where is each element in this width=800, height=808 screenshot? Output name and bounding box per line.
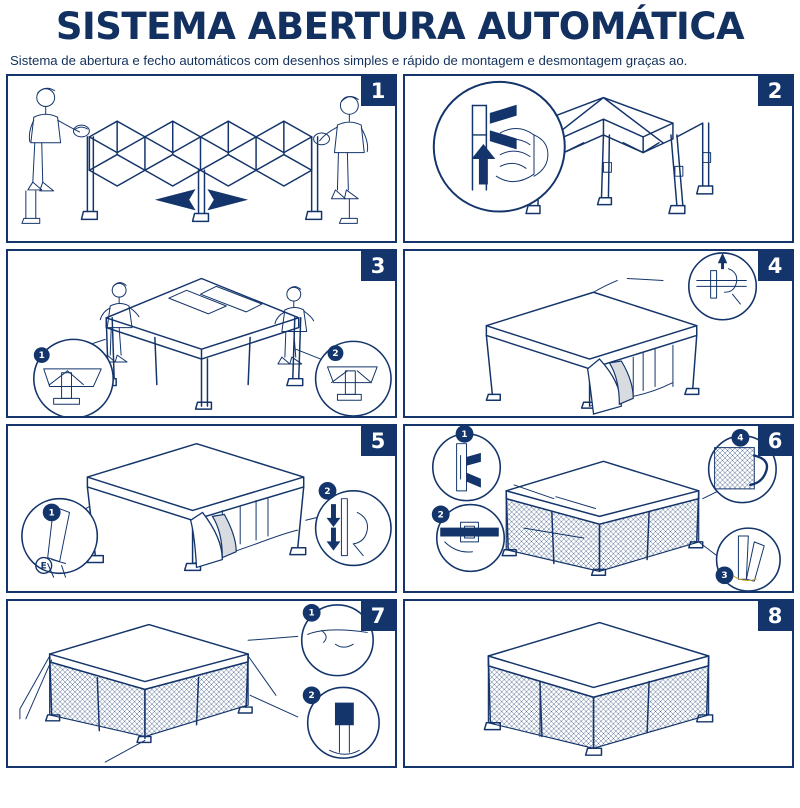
- panel-3-illustration: 1 2: [8, 251, 395, 417]
- panel-number-badge: 7: [361, 601, 395, 632]
- svg-text:E: E: [41, 561, 47, 571]
- panel-1-illustration: [8, 76, 395, 241]
- svg-text:1: 1: [461, 430, 467, 440]
- panel-number-badge: 6: [758, 426, 792, 457]
- svg-text:1: 1: [49, 508, 55, 518]
- instruction-sheet: SISTEMA ABERTURA AUTOMÁTICA Sistema de a…: [0, 5, 800, 808]
- panel-number-badge: 8: [758, 601, 792, 632]
- panel-open-frame: 1: [6, 74, 397, 244]
- panel-4-illustration: [405, 251, 792, 416]
- panel-number-badge: 2: [758, 76, 792, 107]
- panel-side-wall: 1 E 2 5: [6, 424, 397, 594]
- svg-text:4: 4: [737, 434, 743, 444]
- svg-text:1: 1: [39, 351, 45, 361]
- panel-number-badge: 3: [361, 251, 395, 282]
- panel-2-illustration: [405, 76, 792, 241]
- panel-6-illustration: 1 2 4: [405, 426, 792, 592]
- panel-extend-legs: 2: [403, 74, 794, 244]
- panel-finished-gazebo: 8: [403, 599, 794, 769]
- panel-number-badge: 5: [361, 426, 395, 457]
- panel-peak-clip: 4: [403, 249, 794, 419]
- step-grid: 1: [6, 74, 794, 769]
- svg-text:2: 2: [332, 349, 338, 359]
- panel-mesh-walls: 1 2 4: [403, 424, 794, 594]
- panel-5-illustration: 1 E 2: [8, 426, 395, 591]
- page-subtitle: Sistema de abertura e fecho automáticos …: [10, 52, 688, 68]
- svg-text:2: 2: [309, 691, 315, 701]
- panel-number-badge: 1: [361, 76, 395, 107]
- panel-place-canopy: 1 2 3: [6, 249, 397, 419]
- svg-text:3: 3: [721, 571, 727, 581]
- svg-text:2: 2: [438, 510, 444, 520]
- panel-7-illustration: 1 2: [8, 601, 395, 766]
- panel-8-illustration: [405, 601, 792, 766]
- svg-text:1: 1: [309, 609, 315, 619]
- panel-guy-ropes: 1 2 7: [6, 599, 397, 769]
- svg-text:2: 2: [324, 487, 330, 497]
- page-title: SISTEMA ABERTURA AUTOMÁTICA: [55, 5, 745, 48]
- panel-number-badge: 4: [758, 251, 792, 282]
